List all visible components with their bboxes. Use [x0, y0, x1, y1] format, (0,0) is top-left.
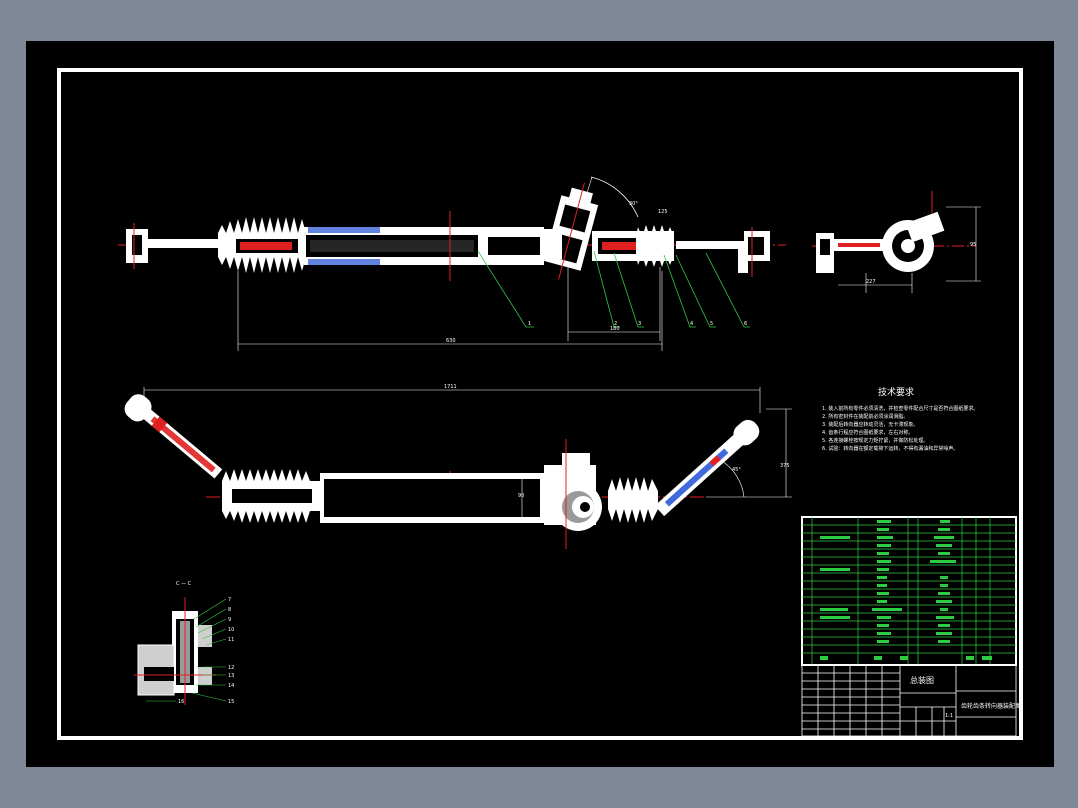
titleblock-drawing-name: 齿轮齿条转向器装配图 [961, 702, 1021, 710]
balloon-5: 5 [710, 321, 713, 327]
balloon-3: 3 [638, 321, 641, 327]
notes-line-6: 6. 试验：转向器在额定载荷下运转，不得有漏油和异常噪声。 [822, 445, 958, 452]
section-leader-13: 13 [228, 673, 234, 679]
notes-title: 技术要求 [878, 386, 914, 398]
dim-side-width: 227 [866, 279, 876, 285]
section-cc [134, 597, 227, 705]
dim-pinion-angle: 30° [629, 201, 638, 207]
notes-line-3: 3. 装配后转向器应转动灵活，无卡滞现象。 [822, 421, 918, 428]
balloon-1: 1 [528, 321, 531, 327]
titleblock-label: 总装图 [910, 675, 934, 685]
dim-top-center: 180 [610, 326, 620, 332]
balloon-6: 6 [744, 321, 747, 327]
cad-viewport[interactable]: 630 180 125 30° 1 2 3 4 5 6 227 95 [26, 41, 1054, 767]
dim-side-height: 95 [970, 242, 976, 248]
dim-front-height: 375 [780, 463, 790, 469]
title-block [801, 664, 1017, 737]
dim-top-overall: 630 [446, 338, 456, 344]
notes-line-5: 5. 各连接螺栓按规定力矩拧紧，并做防松处理。 [822, 437, 928, 444]
dim-top-stroke: 125 [658, 209, 668, 215]
notes-line-4: 4. 齿条行程应符合图纸要求，左右对称。 [822, 429, 913, 436]
notes-line-1: 1. 装入前所有零件必须清洗，并检查零件配合尺寸是否符合图纸要求。 [822, 405, 978, 412]
balloon-4: 4 [690, 321, 693, 327]
balloon-2: 2 [614, 321, 617, 327]
dim-front-angle: 45° [732, 467, 741, 473]
front-view [124, 387, 792, 549]
section-leader-12: 12 [228, 665, 234, 671]
section-leader-7: 7 [228, 597, 231, 603]
section-leader-14: 14 [228, 683, 234, 689]
dim-front-center: 90 [518, 493, 524, 499]
section-leader-15: 15 [228, 699, 234, 705]
section-leader-16: 16 [178, 699, 184, 705]
notes-line-2: 2. 所有密封件在装配前必须涂润滑脂。 [822, 413, 908, 420]
section-leader-10: 10 [228, 627, 234, 633]
top-view [118, 176, 786, 351]
section-title: C — C [176, 581, 192, 587]
section-leader-11: 11 [228, 637, 234, 643]
parts-list-marks [820, 520, 992, 660]
section-leader-8: 8 [228, 607, 231, 613]
section-leader-9: 9 [228, 617, 231, 623]
side-view [812, 191, 981, 293]
titleblock-scale: 1:1 [945, 713, 953, 719]
drawing-frame [57, 68, 1023, 740]
dim-front-overall: 1711 [444, 384, 457, 390]
parts-list [801, 516, 1017, 666]
